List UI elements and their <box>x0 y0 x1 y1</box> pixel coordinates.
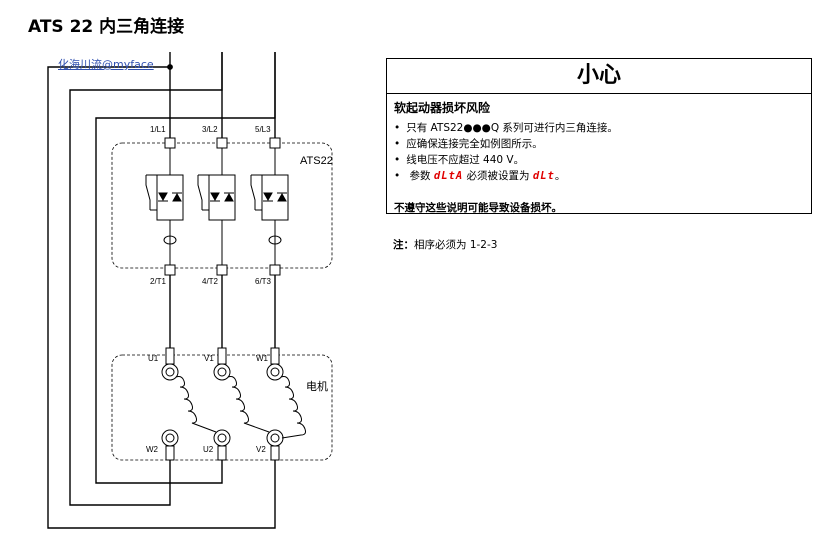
terminal-label: 4/T2 <box>202 277 219 286</box>
note-label: 注： <box>393 239 414 251</box>
supply-wires <box>167 52 276 138</box>
caution-footer: 不遵守这些说明可能导致设备损坏。 <box>394 202 562 214</box>
ats22-label: ATS22 <box>300 155 333 167</box>
terminal-label: 5/L3 <box>255 125 271 134</box>
phase-note: 注：相序必须为 1-2-3 <box>393 237 497 252</box>
motor-terminal-label: W2 <box>146 445 159 454</box>
motor-terminal-label: V2 <box>256 445 266 454</box>
terminal-label: 6/T3 <box>255 277 272 286</box>
param-suffix: 。 <box>554 170 566 182</box>
input-terminals: 1/L1 3/L2 5/L3 <box>150 125 281 149</box>
motor-terminal-label: U1 <box>148 354 159 363</box>
motor-windings <box>175 376 306 439</box>
param-mid: 必须被设置为 <box>466 170 530 182</box>
caution-item: 应确保连接完全如例图所示。 <box>394 136 811 152</box>
page-title: ATS 22 内三角连接 <box>28 17 185 37</box>
feedback-wires <box>47 52 276 529</box>
caution-list: 只有 ATS22●●●Q 系列可进行内三角连接。 应确保连接完全如例图所示。 线… <box>394 120 811 184</box>
caution-item: 只有 ATS22●●●Q 系列可进行内三角连接。 <box>394 120 811 136</box>
caution-header: 小心 <box>387 59 811 94</box>
param-value: dLt <box>532 170 555 182</box>
terminal-label: 1/L1 <box>150 125 166 134</box>
note-text: 相序必须为 1-2-3 <box>414 239 498 251</box>
motor-label: 电机 <box>306 379 328 393</box>
terminal-label: 3/L2 <box>202 125 218 134</box>
motor-terminals <box>161 347 284 461</box>
motor-terminal-label: W1 <box>256 354 269 363</box>
caution-item: 线电压不应超过 440 V。 <box>394 152 811 168</box>
caution-box: 小心 软起动器损坏风险 只有 ATS22●●●Q 系列可进行内三角连接。 应确保… <box>386 58 812 214</box>
param-prefix: 参数 <box>409 170 431 182</box>
motor-feed-wires <box>169 275 276 348</box>
motor-terminal-label: U2 <box>203 445 214 454</box>
terminal-label: 2/T1 <box>150 277 167 286</box>
motor-terminal-label: V1 <box>204 354 214 363</box>
param-code: dLtA <box>433 170 464 182</box>
caution-subtitle: 软起动器损坏风险 <box>394 101 491 115</box>
caution-item: 参数 dLtA 必须被设置为 dLt。 <box>394 168 811 184</box>
watermark: 化海川流@myface <box>58 58 154 71</box>
thyristor-modules <box>145 148 289 265</box>
